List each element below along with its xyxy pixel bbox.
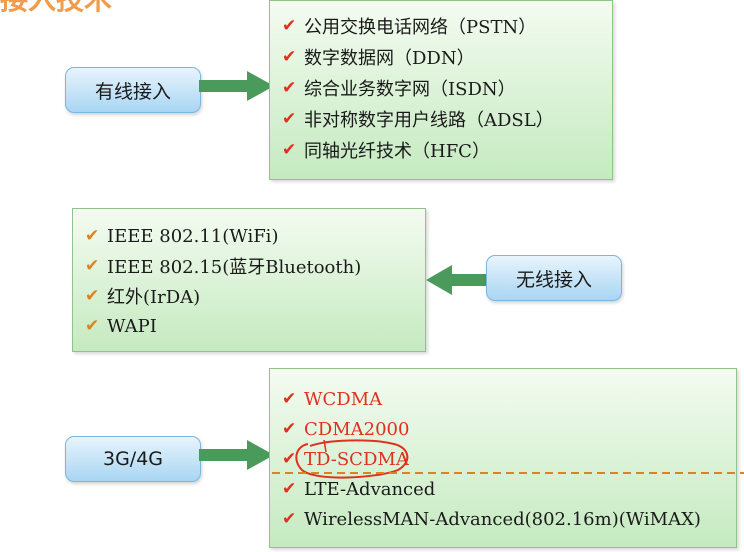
- list-item: ✔ 红外(IrDA): [85, 281, 425, 311]
- wireless-list-box: ✔ IEEE 802.11(WiFi) ✔ IEEE 802.15(蓝牙Blue…: [72, 208, 426, 352]
- list-item: ✔ TD-SCDMA: [282, 444, 736, 474]
- checkmark-icon: ✔: [282, 108, 297, 129]
- checkmark-icon: ✔: [282, 419, 297, 439]
- checkmark-icon: ✔: [282, 15, 297, 36]
- mobile-list-box: ✔ WCDMA ✔ CDMA2000 ✔ TD-SCDMA ✔ LTE-Adva…: [269, 368, 737, 548]
- title-fragment: 接入技术: [0, 0, 112, 18]
- list-item-text: 综合业务数字网（ISDN）: [304, 78, 516, 100]
- wired-access-label: 有线接入: [65, 67, 201, 113]
- list-item-text: 红外(IrDA): [107, 287, 201, 308]
- list-item: ✔ IEEE 802.15(蓝牙Bluetooth): [85, 251, 425, 281]
- arrow-icon: [426, 265, 488, 295]
- checkmark-icon: ✔: [282, 139, 297, 160]
- list-item-text: IEEE 802.15(蓝牙Bluetooth): [107, 257, 362, 278]
- checkmark-icon: ✔: [282, 46, 297, 67]
- list-item: ✔ LTE-Advanced: [282, 474, 736, 504]
- list-item-text: WAPI: [107, 315, 157, 337]
- checkmark-icon: ✔: [282, 509, 297, 529]
- list-item: ✔ WirelessMAN-Advanced(802.16m)(WiMAX): [282, 504, 736, 534]
- list-item: ✔ 数字数据网（DDN）: [282, 41, 612, 72]
- list-item-text: IEEE 802.11(WiFi): [107, 225, 279, 247]
- list-item: ✔ 同轴光纤技术（HFC）: [282, 134, 612, 165]
- mobile-access-label-text: 3G/4G: [102, 448, 164, 470]
- list-item-text: 非对称数字用户线路（ADSL）: [304, 109, 554, 131]
- list-item: ✔ CDMA2000: [282, 414, 736, 444]
- checkmark-icon: ✔: [282, 479, 297, 499]
- checkmark-icon: ✔: [85, 286, 100, 306]
- wired-access-label-text: 有线接入: [94, 80, 171, 103]
- list-item: ✔ 非对称数字用户线路（ADSL）: [282, 103, 612, 134]
- arrow-icon: [199, 440, 274, 470]
- list-item: ✔ WAPI: [85, 311, 425, 341]
- arrow-icon: [199, 71, 274, 101]
- checkmark-icon: ✔: [282, 389, 297, 409]
- list-item: ✔ 公用交换电话网络（PSTN）: [282, 10, 612, 41]
- wireless-access-label: 无线接入: [486, 255, 622, 301]
- list-item: ✔ 综合业务数字网（ISDN）: [282, 72, 612, 103]
- list-item: ✔ WCDMA: [282, 384, 736, 414]
- list-item-text: CDMA2000: [304, 418, 410, 440]
- list-item-text: LTE-Advanced: [304, 478, 436, 500]
- list-item-text: 同轴光纤技术（HFC）: [304, 140, 490, 162]
- list-item-text: WCDMA: [304, 388, 383, 410]
- list-item-text: 数字数据网（DDN）: [304, 47, 475, 69]
- checkmark-icon: ✔: [282, 77, 297, 98]
- mobile-access-label: 3G/4G: [65, 436, 201, 482]
- list-item: ✔ IEEE 802.11(WiFi): [85, 221, 425, 251]
- checkmark-icon: ✔: [85, 256, 100, 276]
- list-item-text: WirelessMAN-Advanced(802.16m)(WiMAX): [304, 508, 701, 530]
- list-item-text: TD-SCDMA: [304, 448, 409, 470]
- wired-list-box: ✔ 公用交换电话网络（PSTN） ✔ 数字数据网（DDN） ✔ 综合业务数字网（…: [269, 0, 613, 180]
- wireless-access-label-text: 无线接入: [515, 268, 592, 291]
- checkmark-icon: ✔: [85, 226, 100, 246]
- checkmark-icon: ✔: [85, 316, 100, 336]
- checkmark-icon: ✔: [282, 449, 297, 469]
- list-item-text: 公用交换电话网络（PSTN）: [304, 16, 537, 38]
